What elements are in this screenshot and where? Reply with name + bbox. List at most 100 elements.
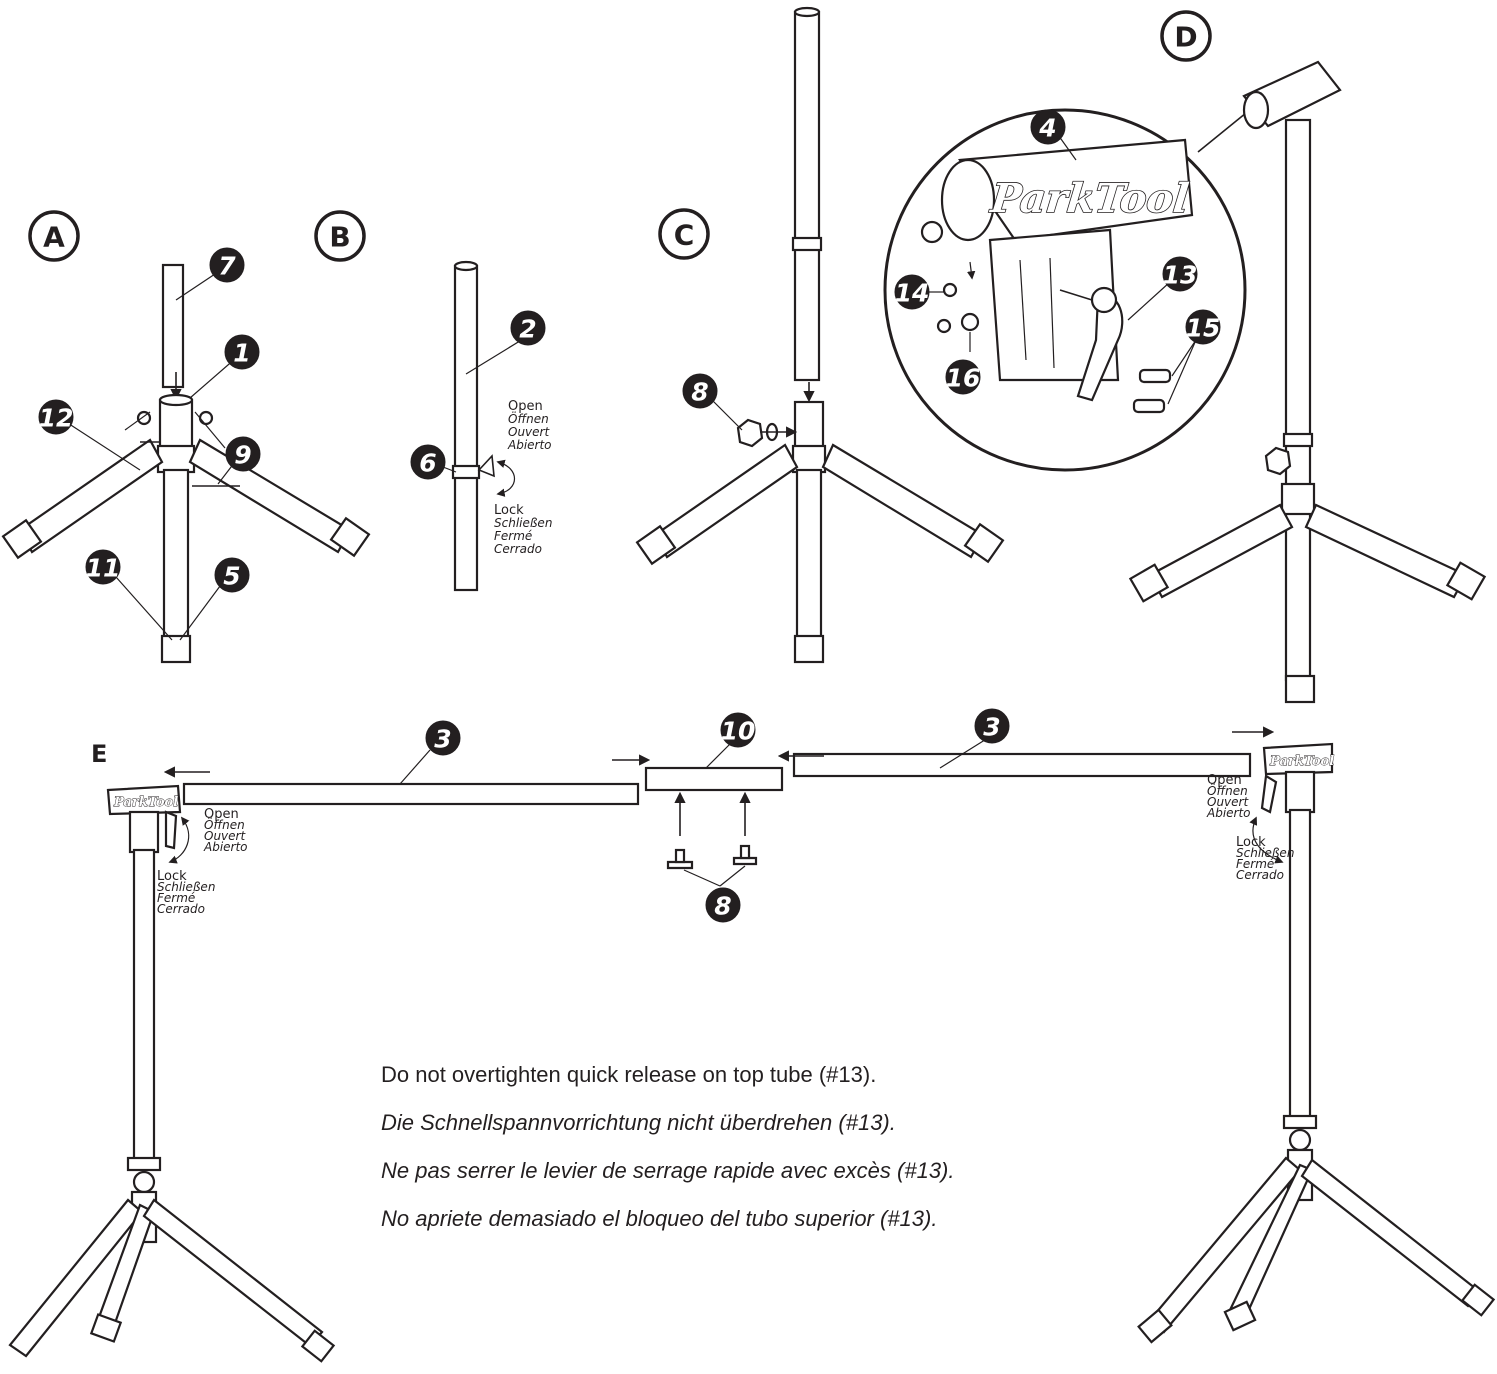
leg-center xyxy=(162,468,190,642)
top-tube-left xyxy=(182,782,640,806)
step-d-marker: D xyxy=(1160,10,1212,62)
post-tube xyxy=(453,264,479,592)
open-label: Open xyxy=(1207,773,1242,788)
note-fr: Ne pas serrer le levier de serrage rapid… xyxy=(381,1158,955,1183)
callout-16: 16 xyxy=(945,359,981,395)
figure-e: ParkTool ParkTool xyxy=(8,726,1496,1363)
callout-8-c: 8 xyxy=(682,373,718,409)
callout-12: 12 xyxy=(38,399,74,435)
lock-label-fr: Fermé xyxy=(1236,857,1274,871)
lock-label-es: Cerrado xyxy=(157,902,205,916)
step-b-label: B xyxy=(329,221,350,254)
callout-13-label: 13 xyxy=(1163,261,1198,290)
brand-logo: ParkTool xyxy=(988,175,1191,222)
top-tube-right xyxy=(792,752,1252,778)
callout-3-right-label: 3 xyxy=(983,713,1000,742)
open-label-de: Öffnen xyxy=(204,816,245,832)
open-label-fr: Ouvert xyxy=(204,829,246,843)
lever-labels-e-right: Open Öffnen Ouvert Abierto Lock Schließe… xyxy=(1206,773,1294,882)
step-d-label: D xyxy=(1174,21,1197,54)
callout-2: 2 xyxy=(510,310,546,346)
step-a-marker: A xyxy=(28,210,80,262)
lock-label: Lock xyxy=(1236,835,1266,850)
knob xyxy=(736,418,764,448)
collar-clamp xyxy=(451,464,481,480)
note-es: No apriete demasiado el bloqueo del tubo… xyxy=(381,1206,938,1231)
callout-11-label: 11 xyxy=(86,554,121,583)
step-e-label: E xyxy=(91,740,108,768)
open-label-de: Öffnen xyxy=(508,410,549,426)
head-opening xyxy=(940,158,996,242)
step-c-marker: C xyxy=(658,208,710,260)
open-label-es: Abierto xyxy=(507,438,552,452)
lock-label-es: Cerrado xyxy=(1236,868,1284,882)
callout-8-e-label: 8 xyxy=(714,892,731,921)
callout-6: 6 xyxy=(410,444,446,480)
left-post xyxy=(132,848,156,1162)
lock-label-fr: Fermé xyxy=(157,891,195,905)
figure-a xyxy=(1,263,371,664)
callout-1-label: 1 xyxy=(233,339,250,368)
extended-post xyxy=(793,10,821,382)
open-label: Open xyxy=(508,399,543,414)
lock-label-de: Schließen xyxy=(157,880,215,894)
callout-14-label: 14 xyxy=(895,279,930,308)
callout-4: 4 xyxy=(1030,109,1066,145)
callout-14: 14 xyxy=(894,274,930,310)
lock-label-de: Schließen xyxy=(1236,846,1294,860)
step-a-label: A xyxy=(43,221,65,254)
note-en: Do not overtighten quick release on top … xyxy=(381,1062,877,1087)
callout-5-label: 5 xyxy=(223,562,240,591)
callout-3-left: 3 xyxy=(425,720,461,756)
callout-9-label: 9 xyxy=(234,441,251,470)
lever-labels-e-left: Open Öffnen Ouvert Abierto Lock Schließe… xyxy=(157,807,248,916)
open-label: Open xyxy=(204,807,239,822)
lever-labels-b: Open Öffnen Ouvert Abierto Lock Schließe… xyxy=(494,399,552,556)
callout-5: 5 xyxy=(214,557,250,593)
lock-label-de: Schließen xyxy=(494,516,552,530)
warning-notes: Do not overtighten quick release on top … xyxy=(381,1058,1141,1250)
step-b-marker: B xyxy=(314,210,366,262)
left-head-logo: ParkTool xyxy=(113,795,178,810)
callout-12-label: 12 xyxy=(39,404,74,433)
right-head-logo: ParkTool xyxy=(1269,754,1334,769)
callout-9: 9 xyxy=(225,436,261,472)
callout-1: 1 xyxy=(224,334,260,370)
right-head xyxy=(1262,742,1334,776)
callout-16-label: 16 xyxy=(946,364,981,393)
callout-2-label: 2 xyxy=(519,315,536,344)
assembled-post xyxy=(1284,118,1312,682)
figure-b xyxy=(429,260,529,592)
open-label-es: Abierto xyxy=(203,840,248,854)
callout-15-label: 15 xyxy=(1186,314,1221,343)
leg-right xyxy=(188,438,352,554)
leg-cap xyxy=(160,634,192,664)
open-label-es: Abierto xyxy=(1206,806,1251,820)
clamp-head xyxy=(958,138,1194,242)
leg-left xyxy=(18,438,164,554)
callout-15: 15 xyxy=(1185,309,1221,345)
callout-8-e: 8 xyxy=(705,887,741,923)
open-label-de: Öffnen xyxy=(1207,782,1248,798)
center-connector xyxy=(644,766,784,792)
callout-4-label: 4 xyxy=(1038,114,1056,143)
open-label-fr: Ouvert xyxy=(1207,795,1249,809)
step-c-label: C xyxy=(674,219,695,252)
callout-10: 10 xyxy=(720,712,756,748)
callout-3-left-label: 3 xyxy=(434,725,451,754)
callout-6-label: 6 xyxy=(419,449,436,478)
callout-10-label: 10 xyxy=(721,717,756,746)
note-de: Die Schnellspannvorrichtung nicht überdr… xyxy=(381,1110,896,1135)
callout-13: 13 xyxy=(1162,256,1198,292)
callout-11: 11 xyxy=(85,549,121,585)
lock-label: Lock xyxy=(494,503,524,518)
open-label-fr: Ouvert xyxy=(508,425,550,439)
lock-label: Lock xyxy=(157,869,187,884)
left-head xyxy=(106,784,182,816)
lock-label-fr: Fermé xyxy=(494,529,532,543)
lock-label-es: Cerrado xyxy=(494,542,542,556)
figure-c xyxy=(635,6,1005,664)
upper-tube xyxy=(161,263,185,389)
callout-8-c-label: 8 xyxy=(691,378,708,407)
